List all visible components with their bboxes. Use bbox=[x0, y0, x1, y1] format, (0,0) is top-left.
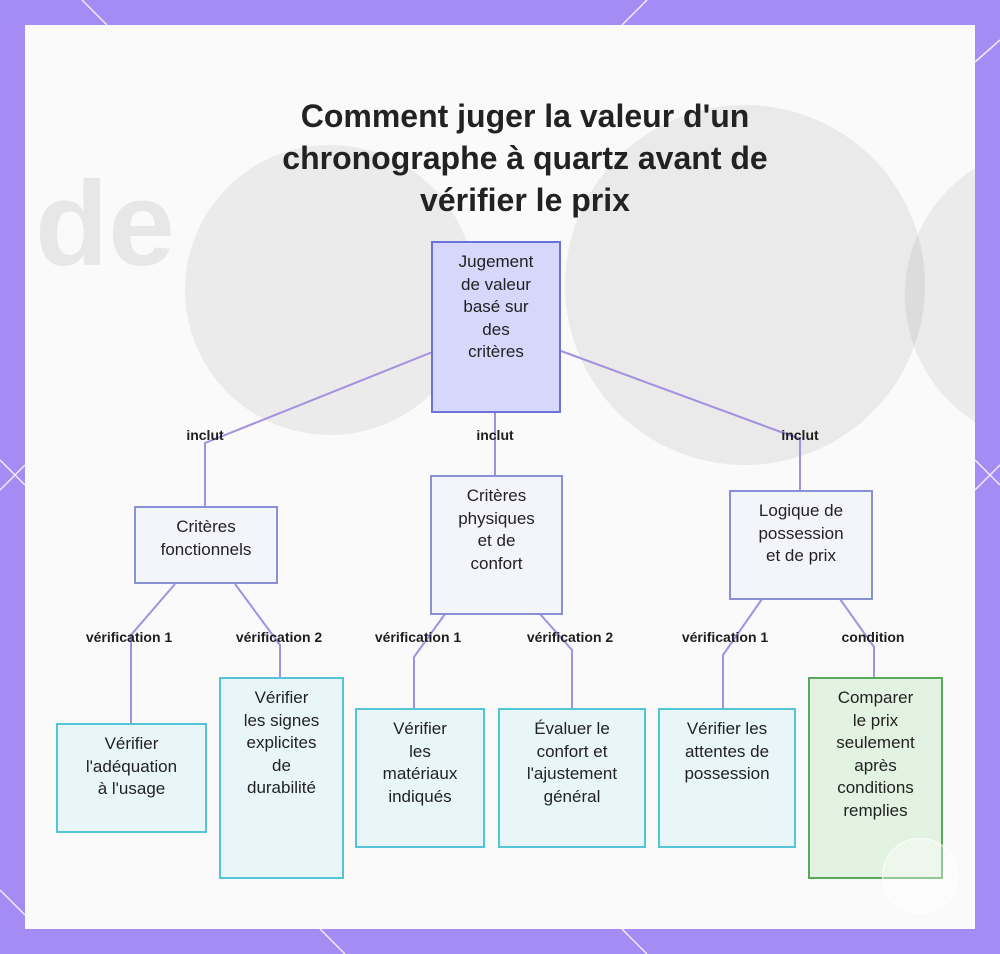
node-text-line: explicites bbox=[246, 733, 317, 752]
node-text-line: confort et bbox=[536, 741, 608, 761]
connector-lines bbox=[130, 350, 875, 723]
node-text-line: possession bbox=[684, 764, 770, 783]
node-text-line: Critères bbox=[466, 486, 527, 505]
edge-label-verification-1: vérification 1 bbox=[374, 629, 462, 645]
edge-label-verification-1: vérification 1 bbox=[681, 629, 769, 645]
leaf-node-materiaux-indiques: Vérifier les matériaux indiqués bbox=[355, 708, 485, 848]
diagram-panel: de Comment juger la valeur d'un chronogr… bbox=[25, 25, 975, 929]
edge-label-verification-1: vérification 1 bbox=[85, 629, 173, 645]
node-text-line: Vérifier bbox=[393, 719, 447, 738]
edge-root-to-possession bbox=[560, 350, 801, 490]
node-text-line: et de bbox=[477, 531, 516, 550]
node-text-line: le prix bbox=[852, 710, 899, 730]
edge-possession-to-expectations bbox=[722, 598, 763, 708]
leaf-node-signes-durabilite: Vérifier les signes explicites de durabi… bbox=[219, 677, 344, 879]
node-text-line: basé sur bbox=[463, 297, 529, 316]
leaf-node-adequation-usage: Vérifier l'adéquation à l'usage bbox=[56, 723, 207, 833]
edge-physical-to-comfort bbox=[539, 613, 573, 708]
node-text-line: durabilité bbox=[246, 778, 316, 797]
edge-label-verification-2: vérification 2 bbox=[526, 629, 614, 645]
node-text-line: Logique de bbox=[758, 501, 844, 520]
node-text-line: attentes de bbox=[684, 741, 770, 761]
node-text-line: Vérifier les bbox=[686, 719, 768, 738]
node-text-line: physiques bbox=[458, 508, 535, 528]
node-text-line: seulement bbox=[836, 733, 915, 752]
node-text-line: possession bbox=[758, 523, 844, 543]
edge-label-inclut: inclut bbox=[186, 427, 224, 443]
root-node-jugement-de-valeur: Jugement de valeur basé sur des critères bbox=[431, 241, 561, 413]
node-text-line: critères bbox=[468, 342, 524, 361]
background-watch-left bbox=[185, 145, 475, 435]
background-text-fragment: de bbox=[35, 157, 176, 291]
node-text-line: après bbox=[854, 755, 897, 775]
node-text-line: conditions bbox=[837, 778, 914, 797]
edge-functional-to-usage bbox=[130, 583, 176, 723]
node-text-line: l'adéquation bbox=[85, 756, 178, 776]
node-text-line: les bbox=[409, 741, 431, 761]
edge-functional-to-durability bbox=[234, 583, 281, 677]
node-text-line: et de prix bbox=[766, 546, 836, 565]
edge-label-verification-2: vérification 2 bbox=[235, 629, 323, 645]
node-text-line: les signes bbox=[243, 710, 320, 730]
node-text-line: Jugement bbox=[458, 252, 534, 271]
category-node-logique-de-possession: Logique de possession et de prix bbox=[729, 490, 873, 600]
node-text-line: Évaluer le bbox=[534, 719, 610, 738]
leaf-node-attentes-possession: Vérifier les attentes de possession bbox=[658, 708, 796, 848]
watermark-seal-icon bbox=[882, 838, 958, 914]
edge-physical-to-materials bbox=[413, 613, 446, 708]
node-text-line: remplies bbox=[843, 800, 908, 820]
edge-label-inclut: inclut bbox=[476, 427, 514, 443]
category-node-criteres-physiques: Critères physiques et de confort bbox=[430, 475, 563, 615]
node-text-line: des bbox=[482, 319, 510, 339]
diagram-title: Comment juger la valeur d'un chronograph… bbox=[282, 98, 768, 218]
edge-root-to-functional bbox=[204, 350, 436, 506]
node-text-line: Critères bbox=[176, 517, 236, 536]
leaf-node-confort-ajustement: Évaluer le confort et l'ajustement génér… bbox=[498, 708, 646, 848]
edge-possession-to-price bbox=[839, 598, 875, 677]
node-text-line: général bbox=[543, 786, 601, 806]
background-watch-center bbox=[565, 105, 925, 465]
category-node-criteres-fonctionnels: Critères fonctionnels bbox=[134, 506, 278, 584]
node-text-line: Vérifier bbox=[254, 688, 309, 707]
node-text-line: confort bbox=[470, 553, 523, 573]
node-text-line: Vérifier bbox=[104, 734, 159, 753]
edge-label-condition: condition bbox=[841, 629, 905, 645]
node-text-line: Comparer bbox=[837, 688, 914, 707]
node-text-line: matériaux bbox=[382, 764, 458, 783]
node-text-line: l'ajustement bbox=[526, 764, 618, 783]
node-text-line: à l'usage bbox=[97, 779, 166, 798]
node-text-line: fonctionnels bbox=[160, 539, 252, 559]
node-text-line: indiqués bbox=[388, 786, 452, 806]
node-text-line: de bbox=[272, 755, 291, 775]
node-text-line: de valeur bbox=[461, 274, 531, 294]
edge-label-inclut: inclut bbox=[781, 427, 819, 443]
